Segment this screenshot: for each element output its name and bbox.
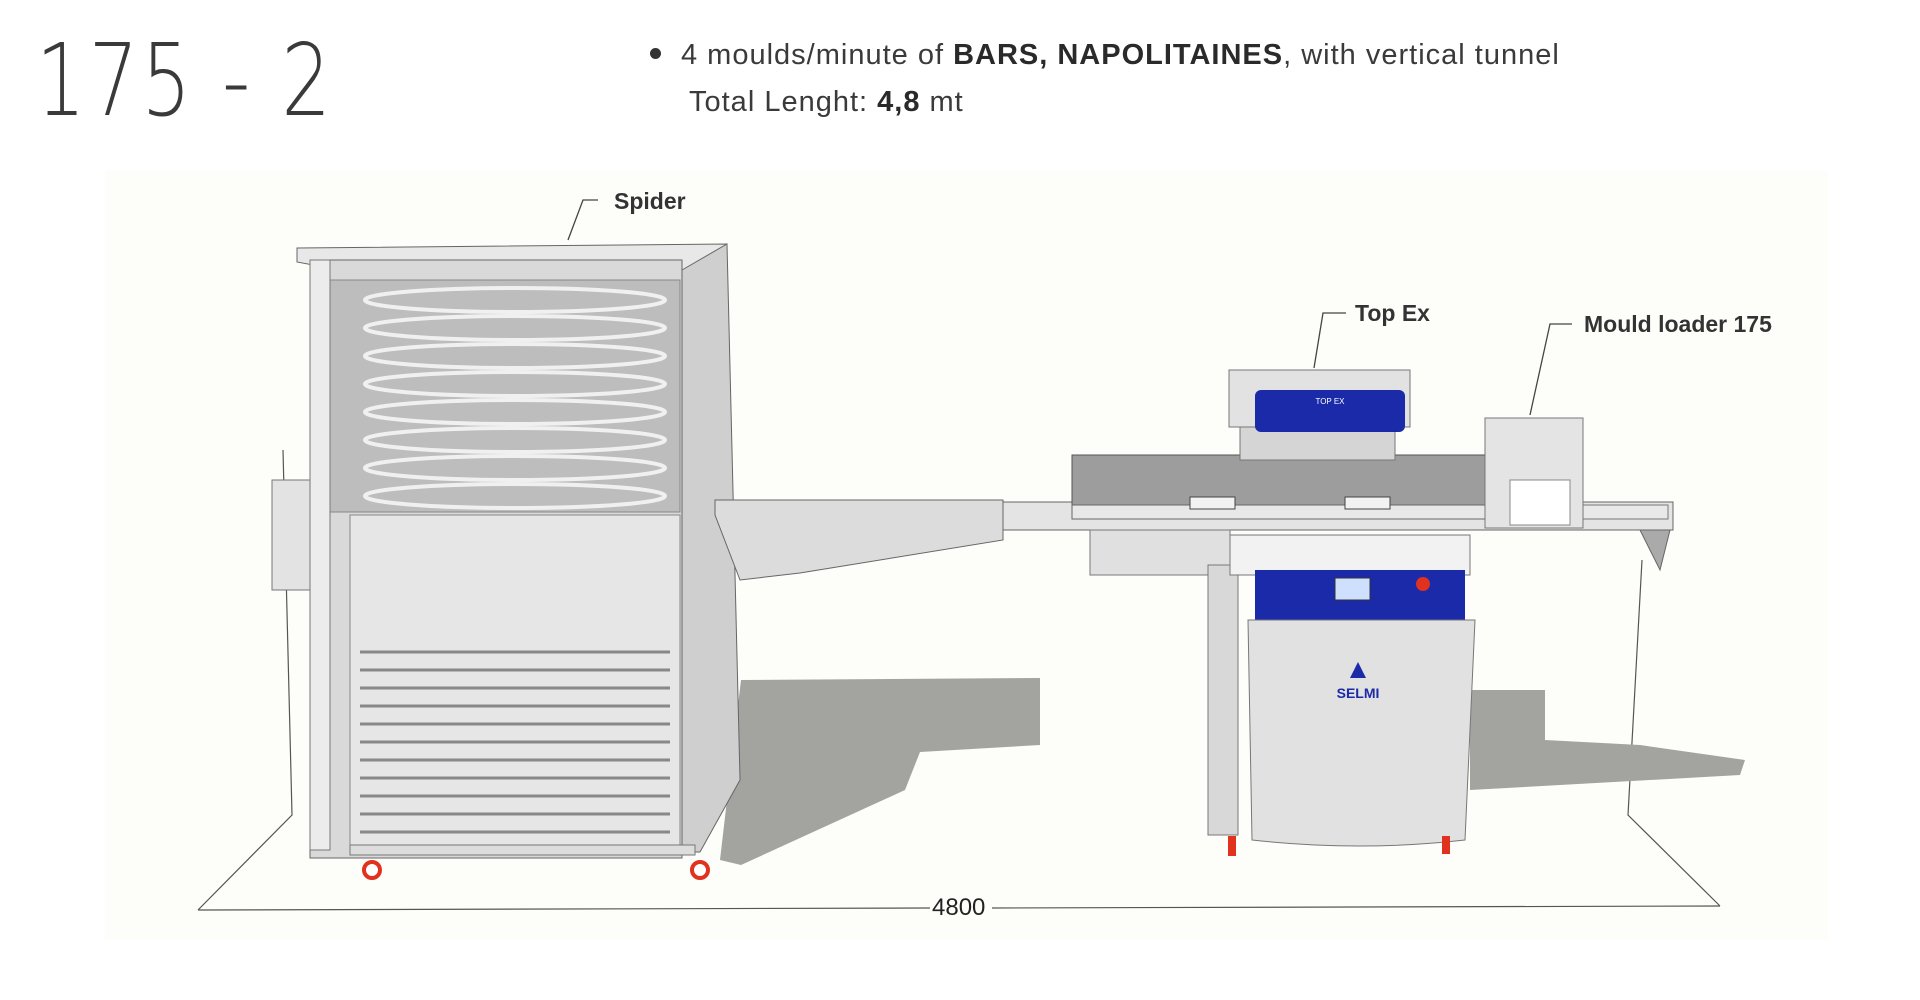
brand-logo-icon [1350, 662, 1366, 678]
description: 4 moulds/minute of BARS, NAPOLITAINES, w… [650, 32, 1560, 126]
touchscreen [1334, 577, 1371, 601]
description-line-2: Total Lenght: 4,8 mt [650, 79, 1560, 126]
label-mould-loader: Mould loader 175 [1584, 311, 1772, 337]
products-text: BARS, NAPOLITAINES [953, 39, 1284, 71]
top-ex-head: TOP EX [1228, 369, 1411, 461]
brand-logo: SELMI [1337, 685, 1380, 701]
leader-lines [567, 199, 1572, 416]
label-spider: Spider [614, 188, 686, 214]
wheel-icon [362, 860, 382, 880]
control-cabinet: SELMI [1207, 534, 1476, 856]
tunnel [1071, 454, 1503, 520]
emergency-stop-icon [1416, 577, 1430, 591]
bullet-icon [650, 47, 661, 59]
capacity-text: 4 moulds/minute of [681, 39, 954, 71]
spider-machine [271, 243, 741, 880]
length-label: Total Lenght: [689, 86, 878, 118]
wheel-icon [690, 860, 710, 880]
length-unit: mt [920, 86, 964, 118]
spiral-rails [363, 286, 667, 510]
panel-label: TOP EX [1315, 397, 1345, 406]
dimension-length: 4800 [930, 894, 988, 922]
shadow [720, 678, 1745, 865]
description-line-1: 4 moulds/minute of BARS, NAPOLITAINES, w… [650, 32, 1560, 79]
length-value: 4,8 [877, 86, 921, 118]
vent-slots [360, 650, 670, 834]
label-top-ex: Top Ex [1355, 300, 1430, 326]
tunnel-text: , with vertical tunnel [1283, 39, 1560, 71]
mould-loader [1484, 417, 1669, 529]
page-title: 175 - 2 [36, 22, 335, 139]
